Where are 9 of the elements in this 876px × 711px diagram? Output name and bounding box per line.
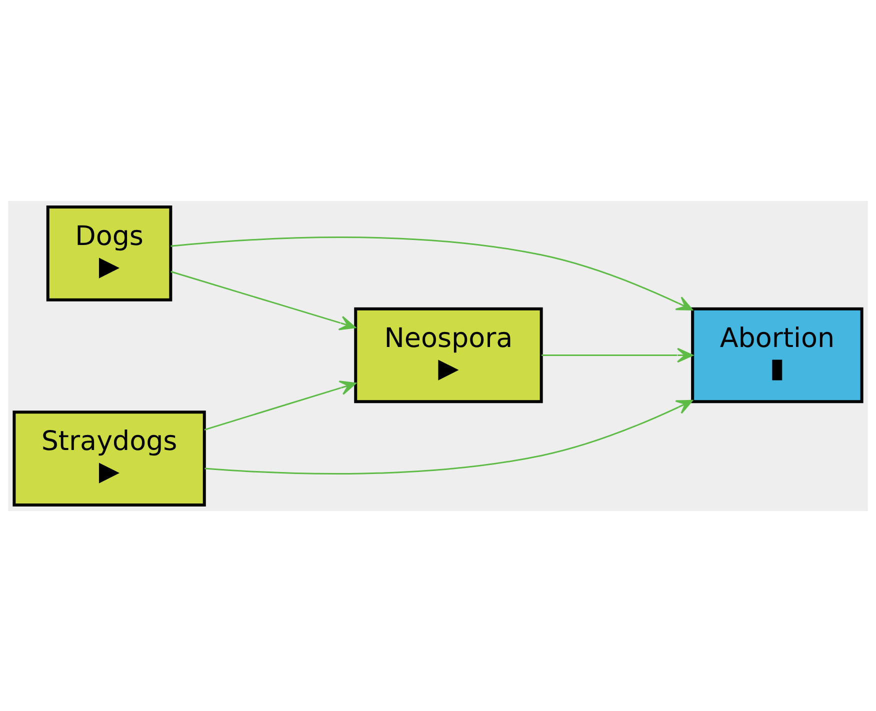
arrow [542, 347, 694, 362]
node-box: Neospora ▶ [354, 306, 543, 403]
arrow [170, 270, 356, 330]
arrow [204, 399, 693, 474]
node-box: Abortion ▮ [691, 306, 864, 403]
arrow [204, 380, 356, 430]
node-box: Dogs ▶ [46, 205, 172, 301]
node-box: Straydogs ▶ [12, 410, 206, 506]
arrow [170, 236, 693, 310]
